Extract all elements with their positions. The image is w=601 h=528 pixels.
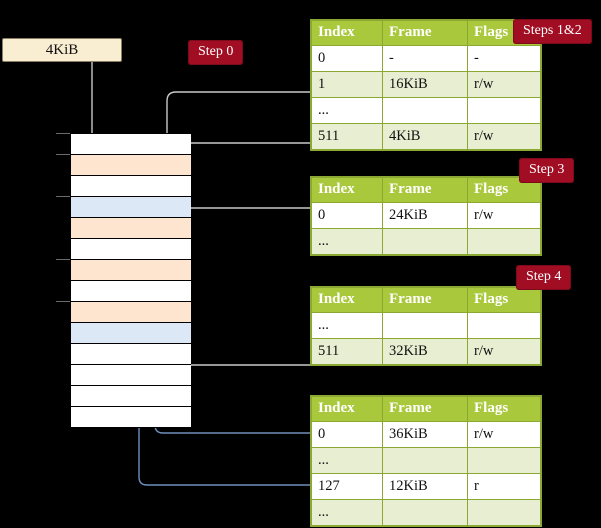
cell-flags: r/w (467, 421, 541, 448)
wire-step1b (175, 142, 311, 163)
cell-frame: 16KiB (382, 71, 468, 98)
memory-frame-9 (71, 323, 191, 344)
memory-frame-6 (71, 260, 191, 281)
cell-frame (382, 97, 468, 124)
memory-tick-1 (56, 154, 70, 155)
memory-frame-3 (71, 197, 191, 218)
source-page-label: 4KiB (45, 41, 79, 58)
cell-flags: r/w (467, 202, 541, 229)
column-header-index: Index (311, 396, 383, 422)
memory-frame-1 (71, 155, 191, 176)
cell-index: 0 (311, 421, 383, 448)
table-row[interactable]: ... (311, 228, 541, 255)
cell-frame: - (382, 45, 468, 72)
memory-frame-4 (71, 218, 191, 239)
cell-index: 127 (311, 473, 383, 500)
step-badge-step-4: Step 4 (516, 265, 572, 290)
cell-frame (382, 312, 468, 339)
cell-flags: r/w (467, 123, 541, 150)
cell-flags: r (467, 473, 541, 500)
cell-frame: 32KiB (382, 338, 468, 365)
memory-frame-7 (71, 281, 191, 302)
cell-index: 0 (311, 202, 383, 229)
memory-frame-12 (71, 386, 191, 407)
source-page-box: 4KiB (2, 38, 122, 62)
memory-tick-0 (56, 133, 70, 134)
column-header-flags: Flags (467, 396, 541, 422)
table-row[interactable]: ... (311, 447, 541, 474)
cell-index: ... (311, 228, 383, 255)
step-badge-steps-1-2: Steps 1&2 (513, 19, 592, 44)
wire-step3 (180, 207, 311, 257)
cell-frame: 36KiB (382, 421, 468, 448)
table-row[interactable]: ... (311, 97, 541, 124)
column-header-index: Index (311, 20, 383, 46)
step-badge-step-3: Step 3 (519, 158, 575, 183)
cell-frame: 12KiB (382, 473, 468, 500)
column-header-frame: Frame (382, 177, 468, 203)
physical-memory-column (70, 133, 191, 428)
cell-index: 0 (311, 45, 383, 72)
memory-frame-13 (71, 407, 191, 428)
cell-index: 511 (311, 123, 383, 150)
cell-flags (467, 97, 541, 124)
table-row[interactable]: ... (311, 499, 541, 526)
cell-frame (382, 228, 468, 255)
memory-frame-5 (71, 239, 191, 260)
table-row[interactable]: 0-- (311, 45, 541, 72)
memory-frame-8 (71, 302, 191, 323)
cell-flags (467, 447, 541, 474)
cell-flags (467, 228, 541, 255)
step-badge-step-0: Step 0 (188, 40, 244, 65)
wire-step4-tail (180, 356, 311, 366)
cell-flags (467, 312, 541, 339)
memory-tick-8 (56, 301, 70, 302)
column-header-frame: Frame (382, 396, 468, 422)
cell-flags: r/w (467, 338, 541, 365)
column-header-frame: Frame (382, 287, 468, 313)
cell-index: 511 (311, 338, 383, 365)
column-header-flags: Flags (467, 287, 541, 313)
cell-frame (382, 499, 468, 526)
cell-frame: 4KiB (382, 123, 468, 150)
cell-flags: r/w (467, 71, 541, 98)
memory-frame-0 (71, 134, 191, 155)
cell-index: ... (311, 97, 383, 124)
cell-flags (467, 499, 541, 526)
cell-frame: 24KiB (382, 202, 468, 229)
column-header-index: Index (311, 177, 383, 203)
memory-tick-6 (56, 259, 70, 260)
column-header-index: Index (311, 287, 383, 313)
memory-frame-2 (71, 176, 191, 197)
memory-tick-3 (56, 196, 70, 197)
cell-frame (382, 447, 468, 474)
table-row[interactable]: ... (311, 312, 541, 339)
cell-index: ... (311, 447, 383, 474)
cell-flags: - (467, 45, 541, 72)
cell-index: 1 (311, 71, 383, 98)
memory-frame-11 (71, 365, 191, 386)
column-header-frame: Frame (382, 20, 468, 46)
cell-index: ... (311, 312, 383, 339)
cell-index: ... (311, 499, 383, 526)
memory-frame-10 (71, 344, 191, 365)
